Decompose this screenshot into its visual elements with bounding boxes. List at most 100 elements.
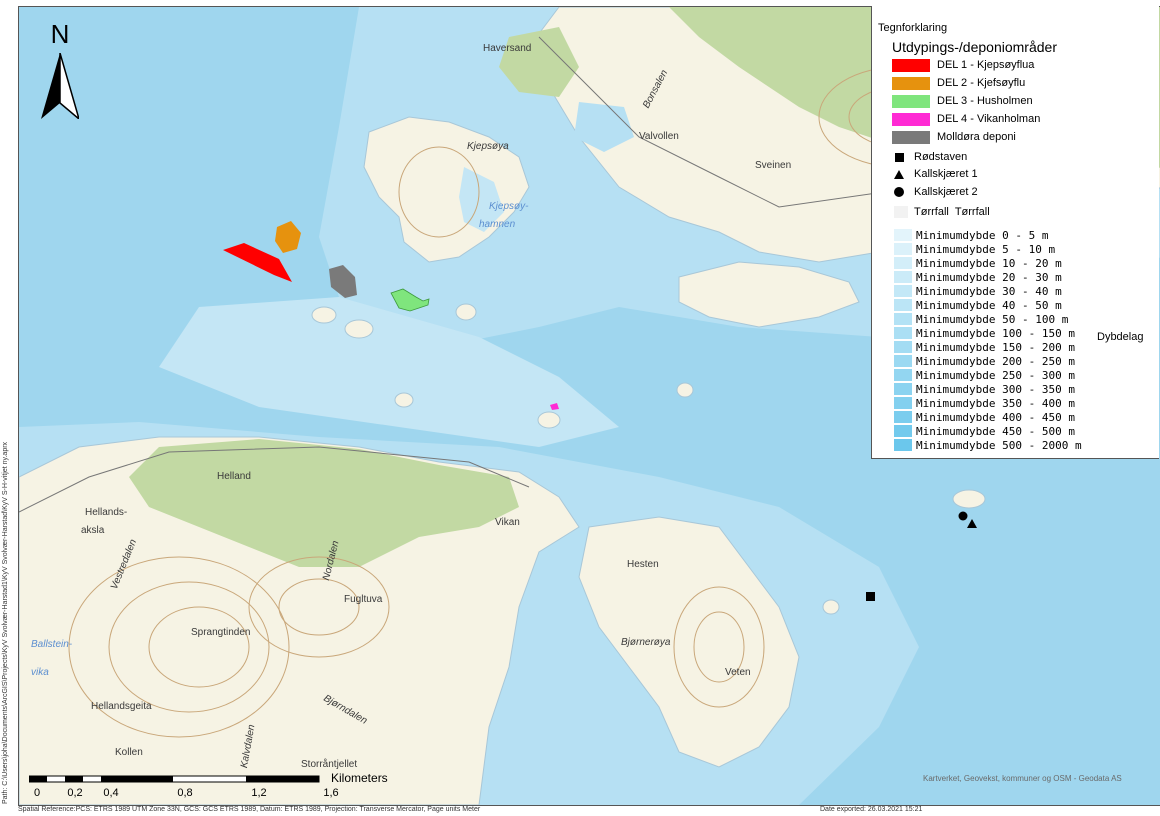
area-del3-husholmen[interactable] <box>390 288 430 312</box>
scale-tick: 1,6 <box>323 787 339 799</box>
lagoon-haversand <box>574 102 634 152</box>
depth-swatch <box>894 313 912 325</box>
area-del1-kjepsoyflua[interactable] <box>223 243 292 282</box>
legend-label: Kallskjæret 2 <box>914 186 978 198</box>
scale-bar-segments <box>29 775 320 783</box>
area-del4-vikanholman[interactable] <box>550 403 559 410</box>
legend-item-kallskjaeret-1: Kallskjæret 1 <box>892 166 978 182</box>
depth-group-label: Dybdelag <box>1097 331 1144 343</box>
depth-swatch <box>894 257 912 269</box>
legend-item-del1: DEL 1 - Kjepsøyflua <box>892 57 1034 73</box>
place-veten: Veten <box>725 667 751 678</box>
road-south <box>19 446 530 513</box>
area-molldora-deponi[interactable] <box>329 265 357 298</box>
place-hellands: Hellands- <box>85 507 128 518</box>
depth-row: Minimumdybde 10 - 20 m <box>894 256 1062 270</box>
depth-label: Minimumdybde 350 - 400 m <box>916 396 1075 410</box>
place-aksla: aksla <box>81 525 105 536</box>
legend-item-del2: DEL 2 - Kjefsøyflu <box>892 75 1025 91</box>
swatch-del4 <box>892 112 930 126</box>
scale-tick: 1,2 <box>251 787 267 799</box>
legend-label: Molldøra deponi <box>937 131 1016 143</box>
depth-row: Minimumdybde 20 - 30 m <box>894 270 1062 284</box>
place-vika: vika <box>31 667 49 678</box>
place-hellandsgeita: Hellandsgeita <box>91 701 152 712</box>
triangle-icon <box>892 169 906 179</box>
square-icon <box>892 152 906 162</box>
depth-row: Minimumdybde 250 - 300 m <box>894 368 1075 382</box>
legend-item-rodstaven: Rødstaven <box>892 149 967 165</box>
island-small-5 <box>676 382 694 398</box>
file-path: Path: C:\Users\joha\Documents\ArcGIS\Pro… <box>2 441 9 804</box>
circle-icon <box>892 187 906 197</box>
depth-label: Minimumdybde 20 - 30 m <box>916 270 1062 284</box>
legend-label: Rødstaven <box>914 151 968 163</box>
marker-rodstaven[interactable] <box>866 592 875 601</box>
place-helland: Helland <box>217 471 251 482</box>
swatch-del1 <box>892 58 930 72</box>
depth-row: Minimumdybde 40 - 50 m <box>894 298 1062 312</box>
depth-label: Minimumdybde 40 - 50 m <box>916 298 1062 312</box>
legend-label: Kallskjæret 1 <box>914 168 978 180</box>
land-peninsula-east <box>678 261 860 328</box>
place-storrantjellet: Storråntjellet <box>301 759 358 770</box>
north-label: N <box>50 19 70 49</box>
scale-tick: 0,4 <box>103 787 119 799</box>
depth-label: Minimumdybde 0 - 5 m <box>916 228 1049 242</box>
island-small-7 <box>952 489 986 509</box>
date-exported: Date exported: 26.03.2021 15:21 <box>820 806 923 813</box>
forest-haversand <box>499 27 579 97</box>
island-small-2 <box>344 319 374 339</box>
legend-label: DEL 3 - Husholmen <box>937 95 1033 107</box>
island-small-4 <box>394 392 414 408</box>
island-small-3 <box>455 303 477 321</box>
scale-bar: Kilometers 0 0,2 0,4 0,8 1,2 1,6 <box>29 771 449 801</box>
map-credit: Kartverket, Geovekst, kommuner og OSM - … <box>923 774 1122 783</box>
legend-label: DEL 2 - Kjefsøyflu <box>937 77 1026 89</box>
depth-swatch <box>894 425 912 437</box>
spatial-reference: Spatial Reference:PCS: ETRS 1989 UTM Zon… <box>18 806 481 813</box>
island-bjornoya <box>578 516 800 768</box>
marker-kallskjaeret-1[interactable] <box>967 519 977 528</box>
road-north <box>538 36 920 208</box>
depth-label: Minimumdybde 150 - 200 m <box>916 340 1075 354</box>
depth-swatch <box>894 439 912 451</box>
marker-kallskjaeret-2[interactable] <box>958 511 968 521</box>
place-hamnen: hamnen <box>479 219 516 230</box>
depth-label: Minimumdybde 300 - 350 m <box>916 382 1075 396</box>
depth-row: Minimumdybde 200 - 250 m <box>894 354 1075 368</box>
depth-swatch <box>894 285 912 297</box>
place-bjornaroya: Bjørnerøya <box>621 637 671 648</box>
place-sprangtinden: Sprangtinden <box>191 627 251 638</box>
legend-label: DEL 4 - Vikanholman <box>937 113 1041 125</box>
scale-tick: 0,8 <box>177 787 193 799</box>
depth-swatch <box>894 271 912 283</box>
legend-title: Tegnforklaring <box>878 22 948 34</box>
swatch-torrfall <box>894 206 908 218</box>
island-small-8 <box>822 599 840 615</box>
depth-swatch <box>894 411 912 423</box>
place-kollen: Kollen <box>115 747 143 758</box>
legend-item-del4: DEL 4 - Vikanholman <box>892 111 1040 127</box>
place-kjepsoya: Kjepsøya <box>467 141 509 152</box>
depth-swatch <box>894 299 912 311</box>
place-valvollen: Valvollen <box>639 131 679 142</box>
scale-tick: 0 <box>33 787 41 799</box>
place-sveinen: Sveinen <box>755 160 792 171</box>
depth-label: Minimumdybde 30 - 40 m <box>916 284 1062 298</box>
legend-panel: Tegnforklaring Utdypings-/deponiområder … <box>871 6 1159 459</box>
area-del2-kjefsoyflu[interactable] <box>275 221 301 253</box>
legend-item-molldora: Molldøra deponi <box>892 129 1016 145</box>
depth-swatch <box>894 243 912 255</box>
swatch-del3 <box>892 94 930 108</box>
depth-row: Minimumdybde 50 - 100 m <box>894 312 1068 326</box>
scale-tick: 0,2 <box>67 787 83 799</box>
depth-label: Minimumdybde 50 - 100 m <box>916 312 1069 326</box>
depth-row: Minimumdybde 450 - 500 m <box>894 424 1075 438</box>
hamnen-bay <box>459 167 504 232</box>
place-haversand: Haversand <box>483 43 532 54</box>
depth-label: Minimumdybde 10 - 20 m <box>916 256 1062 270</box>
forest-south <box>129 439 519 567</box>
swatch-del2 <box>892 76 930 90</box>
legend-label: Tørrfall <box>914 206 949 218</box>
